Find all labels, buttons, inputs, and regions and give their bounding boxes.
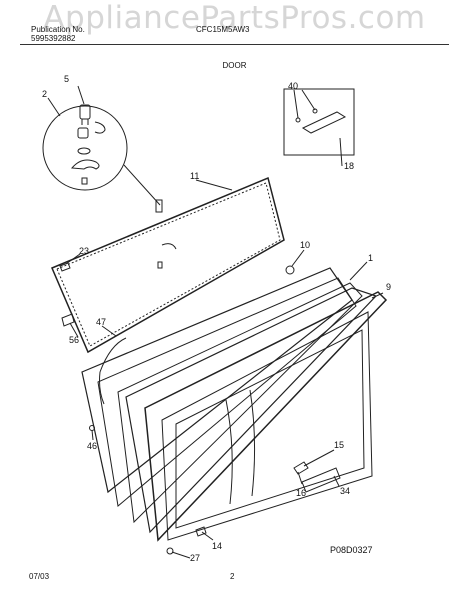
publication-label: Publication No. [31,25,85,34]
wire-harness [99,337,127,405]
footer-page: 2 [230,572,235,581]
section-title: DOOR [222,61,247,70]
callout-5: 5 [64,74,70,84]
part-56 [61,313,75,327]
callout-15: 15 [334,440,345,450]
hinge-cap-part [79,104,91,125]
door-frame [125,287,378,534]
callout-40: 40 [288,81,299,91]
callout-1: 1 [368,253,374,263]
door-outer-panel [144,291,388,542]
callout-47: 47 [96,317,107,327]
callout-16: 16 [296,488,307,498]
window-divider-right [249,389,256,497]
callout-18: 18 [344,161,355,171]
part-23 [59,262,71,272]
window-divider-left [225,399,233,505]
footer-date: 07/03 [29,572,50,581]
screw-part [81,177,88,185]
part-34 [301,467,341,493]
door-gasket [51,176,285,354]
part-10 [285,265,295,275]
hinge-bracket-part [70,159,100,170]
publication-number: 5995392882 [31,34,76,43]
part-14 [195,526,207,537]
callout-14: 14 [212,541,223,551]
door-window-inner [175,329,365,529]
handle-screw-b [312,108,318,114]
callout-11: 11 [190,171,200,181]
door-liner-mid [97,277,357,507]
breaker-strip [117,282,363,524]
handle-part [301,111,347,134]
model-number: CFC15M5AW3 [196,25,250,34]
callout-2: 2 [42,89,48,99]
watermark: AppliancePartsPros.com [43,0,426,36]
callout-27: 27 [190,553,201,563]
door-window [161,311,373,541]
callout-23: 23 [79,246,90,256]
handle-detail-box [283,88,355,156]
part-16 [293,461,309,475]
washer-part [77,147,91,155]
handle-screw-a [295,117,301,123]
callout-34: 34 [340,486,351,496]
hinge-screw-main [155,199,163,213]
callout-10: 10 [300,240,311,250]
hinge-bracket-main [161,243,177,250]
figure-reference: P08D0327 [330,545,373,555]
door-gasket-inner [56,182,281,347]
callout-46: 46 [87,441,98,451]
callout-56: 56 [69,335,80,345]
callout-9: 9 [386,282,392,292]
hinge-bolt-main [157,261,163,269]
part-27 [166,547,174,555]
header-rule [20,44,449,45]
hinge-pin-part [77,121,106,139]
detail-leader [123,164,161,206]
hinge-detail-circle [42,105,128,191]
